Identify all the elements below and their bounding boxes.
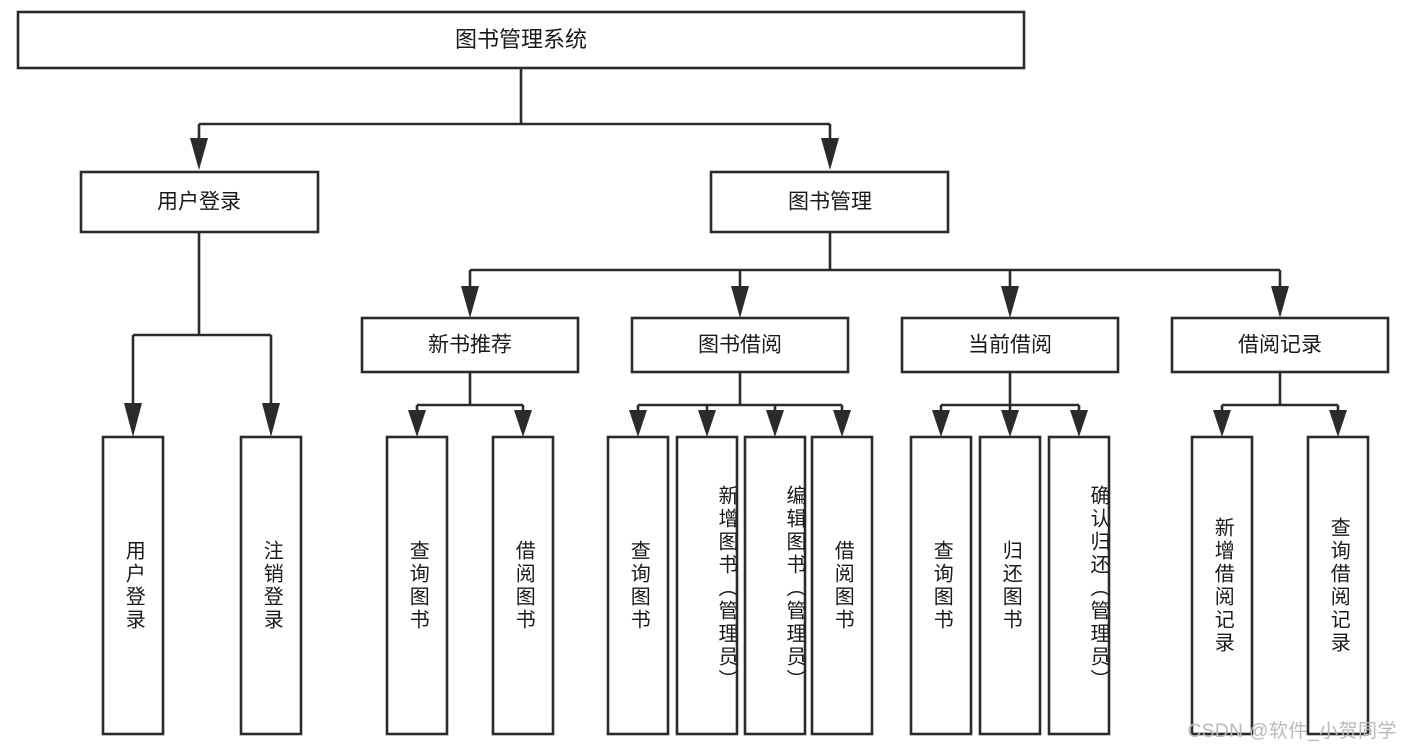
arrow-to-leaf-add-record (1213, 410, 1231, 437)
leaf-box-add-record[interactable] (1190, 435, 1254, 736)
arrow-to-leaf-edit-book (766, 410, 784, 437)
node-current-borrow-label: 当前借阅 (968, 334, 1052, 357)
leaf-box-query-book-1[interactable] (385, 435, 449, 736)
arrow-to-book-borrow (731, 286, 749, 318)
arrow-to-leaf-query-book-1 (408, 410, 426, 437)
leaf-box-return-book[interactable] (978, 435, 1042, 736)
node-user-login[interactable]: 用户登录 (79, 170, 320, 234)
node-book-management-box[interactable] (709, 170, 950, 234)
node-current-borrow[interactable]: 当前借阅 (900, 316, 1120, 374)
arrow-to-leaf-return-book (1001, 410, 1019, 437)
connector-borrowrecord-to-leaves (1213, 372, 1347, 437)
arrow-to-leaf-add-book (698, 410, 716, 437)
leaf-box-user-login[interactable] (101, 435, 165, 736)
node-new-book-recommend[interactable]: 新书推荐 (360, 316, 580, 374)
arrow-to-book-mgmt (821, 138, 839, 170)
node-borrow-record-label: 借阅记录 (1238, 334, 1322, 357)
leaf-box-edit-book[interactable] (743, 435, 807, 736)
arrow-to-borrow-record (1271, 286, 1289, 318)
leaf-box-query-record[interactable] (1306, 435, 1370, 736)
node-new-book-recommend-box[interactable] (360, 316, 580, 374)
node-book-borrow-label: 图书借阅 (698, 334, 782, 357)
node-root-system-label: 图书管理系统 (455, 27, 587, 52)
node-book-borrow[interactable]: 图书借阅 (630, 316, 850, 374)
arrow-to-leaf-borrow-book-2 (833, 410, 851, 437)
leaf-box-logout[interactable] (239, 435, 303, 736)
node-borrow-record[interactable]: 借阅记录 (1170, 316, 1390, 374)
leaf-box-borrow-book-2[interactable] (810, 435, 874, 736)
connector-root-to-level2 (190, 68, 839, 170)
connector-bookmgmt-to-level3 (461, 232, 1289, 318)
node-root-system-box[interactable] (16, 10, 1026, 70)
connector-userlogin-to-leaves (124, 232, 280, 437)
connector-newbookrec-to-leaves (408, 372, 532, 437)
node-user-login-box[interactable] (79, 170, 320, 234)
arrow-to-leaf-query-book-2 (629, 410, 647, 437)
arrow-to-user-login (190, 138, 208, 170)
arrow-to-leaf-query-record (1329, 410, 1347, 437)
leaf-box-borrow-book-1[interactable] (491, 435, 555, 736)
arrow-to-leaf-query-book-3 (932, 410, 950, 437)
node-book-management[interactable]: 图书管理 (709, 170, 950, 234)
node-new-book-recommend-label: 新书推荐 (428, 334, 512, 357)
arrow-to-leaf-borrow-book-1 (514, 410, 532, 437)
leaf-box-add-book[interactable] (675, 435, 739, 736)
connector-bookborrow-to-leaves (629, 372, 851, 437)
leaf-box-query-book-2[interactable] (606, 435, 670, 736)
node-root-system[interactable]: 图书管理系统 (16, 10, 1026, 70)
arrow-to-new-book-rec (461, 286, 479, 318)
leaf-box-query-book-3[interactable] (909, 435, 973, 736)
node-book-management-label: 图书管理 (788, 191, 872, 214)
leaf-box-confirm-return[interactable] (1047, 435, 1111, 736)
csdn-watermark: CSDN @软件_小贺同学 (1187, 721, 1397, 742)
connector-currentborrow-to-leaves (932, 372, 1088, 437)
node-book-borrow-box[interactable] (630, 316, 850, 374)
node-user-login-label: 用户登录 (157, 191, 241, 214)
arrow-to-leaf-logout (262, 403, 280, 437)
arrow-to-current-borrow (1001, 286, 1019, 318)
leaf-boxes (101, 435, 1370, 736)
node-current-borrow-box[interactable] (900, 316, 1120, 374)
arrow-to-leaf-confirm-return (1070, 410, 1088, 437)
node-borrow-record-box[interactable] (1170, 316, 1390, 374)
arrow-to-leaf-user-login (124, 403, 142, 437)
